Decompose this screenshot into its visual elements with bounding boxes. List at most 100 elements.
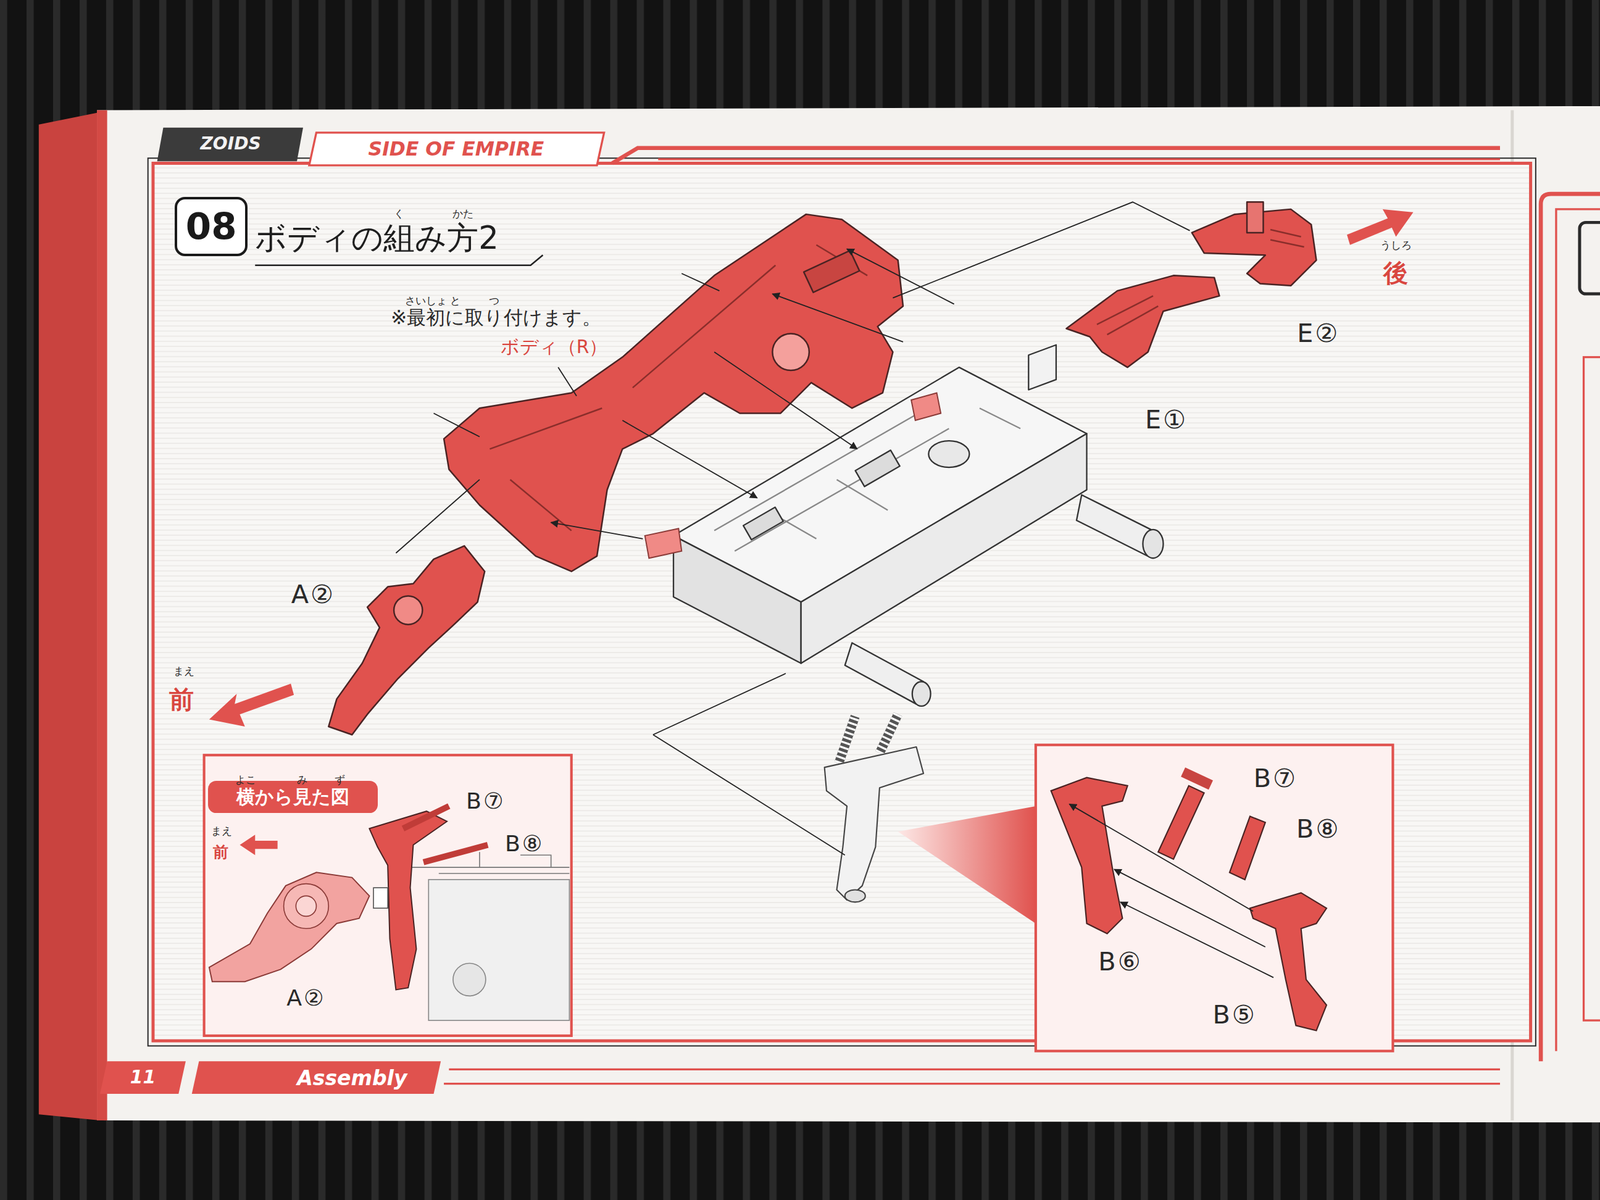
view-heading-tab: 横から見た図: [208, 780, 378, 814]
chassis-peg: [645, 528, 683, 559]
direction-label: 後: [1383, 259, 1409, 288]
side-view-inset: [453, 962, 486, 996]
furigana: ず: [334, 774, 346, 786]
chassis: [673, 535, 802, 664]
side-view-inset: [373, 887, 388, 909]
side-view-inset: [239, 834, 278, 855]
header-band: [157, 127, 304, 162]
b-parts-inset: [1035, 745, 1394, 1052]
direction-label: 前: [212, 843, 229, 861]
header-band: [309, 132, 605, 166]
direction-arrow: [209, 683, 294, 727]
chassis-peg: [911, 392, 941, 421]
next-page-frame: [1540, 193, 1600, 1062]
furigana: うしろ: [1380, 240, 1412, 252]
furigana: まえ: [173, 666, 195, 678]
footer-band: [443, 1069, 1500, 1084]
e1-part: [1066, 275, 1220, 368]
side-view-inset: [204, 754, 572, 1036]
b-subassembly: [838, 716, 855, 763]
step-title: ボディの組み方2: [254, 219, 499, 257]
assembly-arrow: [551, 248, 955, 539]
side-view-inset: [295, 895, 317, 917]
furigana: く: [393, 208, 405, 220]
leader-line: [558, 367, 577, 396]
section-footer: Assembly: [296, 1067, 407, 1090]
booklet: [96, 106, 1600, 1123]
booklet: [96, 110, 108, 1121]
b-subassembly: [838, 716, 855, 763]
a2-part: [328, 545, 485, 735]
assembly-arrow: [714, 351, 857, 449]
direction-arrow: [1346, 209, 1413, 246]
brand-logo: ZOIDS: [200, 134, 261, 154]
b-parts-inset: [1158, 785, 1204, 860]
page-frame: [153, 162, 1531, 1041]
header-band: [157, 127, 1500, 166]
b-subassembly: [824, 714, 924, 902]
node-text: 横から見た図: [236, 787, 350, 808]
chassis: [1076, 495, 1154, 557]
node-text: 08: [185, 206, 238, 247]
furigana: よこ: [235, 774, 257, 786]
assembly-arrow: [772, 293, 904, 342]
part-number: A②: [291, 580, 336, 609]
e2-part: [1246, 201, 1263, 233]
leader-line: [433, 412, 480, 437]
body-r-part: [489, 245, 868, 531]
chassis-peg: [645, 392, 941, 559]
b-parts-arrow: [1069, 804, 1254, 912]
direction-arrow: [209, 209, 1414, 727]
next-page-frame: [1583, 357, 1600, 1021]
booklet: [38, 112, 100, 1121]
header-band: [658, 158, 1500, 160]
next-page-frame: [1556, 209, 1600, 1052]
footer-band: [100, 1061, 186, 1094]
e1-part: [1096, 295, 1159, 335]
leader-line: [395, 479, 480, 554]
next-page-frame: [1540, 193, 1600, 1062]
side-view-inset: [209, 872, 370, 982]
e1-part: [1066, 275, 1220, 368]
assembly-arrow: [846, 248, 955, 304]
header-band: [612, 148, 1500, 164]
chassis: [1028, 345, 1057, 391]
side-view-inset: [204, 754, 572, 1036]
b-parts-arrow: [1114, 869, 1266, 947]
furigana: さいしょ: [404, 295, 447, 307]
furigana: まえ: [211, 825, 233, 838]
title-underline: [254, 254, 543, 266]
e2-part: [1270, 229, 1305, 247]
part-number: B⑦: [466, 788, 506, 814]
side-view-inset: [428, 879, 570, 1021]
assembly-arrow: [551, 522, 644, 539]
side-view-inset: [283, 883, 330, 930]
b-parts-inset: [1035, 745, 1394, 1052]
chassis: [855, 450, 900, 487]
assembly-arrow: [622, 420, 757, 499]
part-number: B⑦: [1253, 764, 1298, 793]
part-number: A②: [286, 985, 326, 1011]
chassis: [801, 433, 1088, 664]
e2-part: [1191, 201, 1317, 286]
b-parts-inset: [1229, 816, 1266, 880]
b-subassembly: [879, 714, 899, 754]
part-number: B⑧: [504, 831, 545, 857]
part-name: ボディ（R）: [500, 337, 609, 358]
series-banner: SIDE OF EMPIRE: [368, 138, 545, 160]
body-r-part: [772, 333, 810, 371]
body-r-part: [443, 214, 904, 572]
b-parts-arrow: [1120, 901, 1274, 978]
chassis: [743, 507, 784, 541]
body-r-part: [443, 214, 904, 572]
leader-line: [653, 734, 846, 855]
chassis: [1142, 529, 1163, 559]
side-view-inset: [423, 845, 488, 863]
b-parts-inset: [1180, 767, 1213, 790]
part-number: E①: [1145, 406, 1188, 434]
next-page-frame: [1579, 222, 1600, 294]
chassis: [912, 681, 931, 707]
leader-line: [395, 201, 1190, 855]
